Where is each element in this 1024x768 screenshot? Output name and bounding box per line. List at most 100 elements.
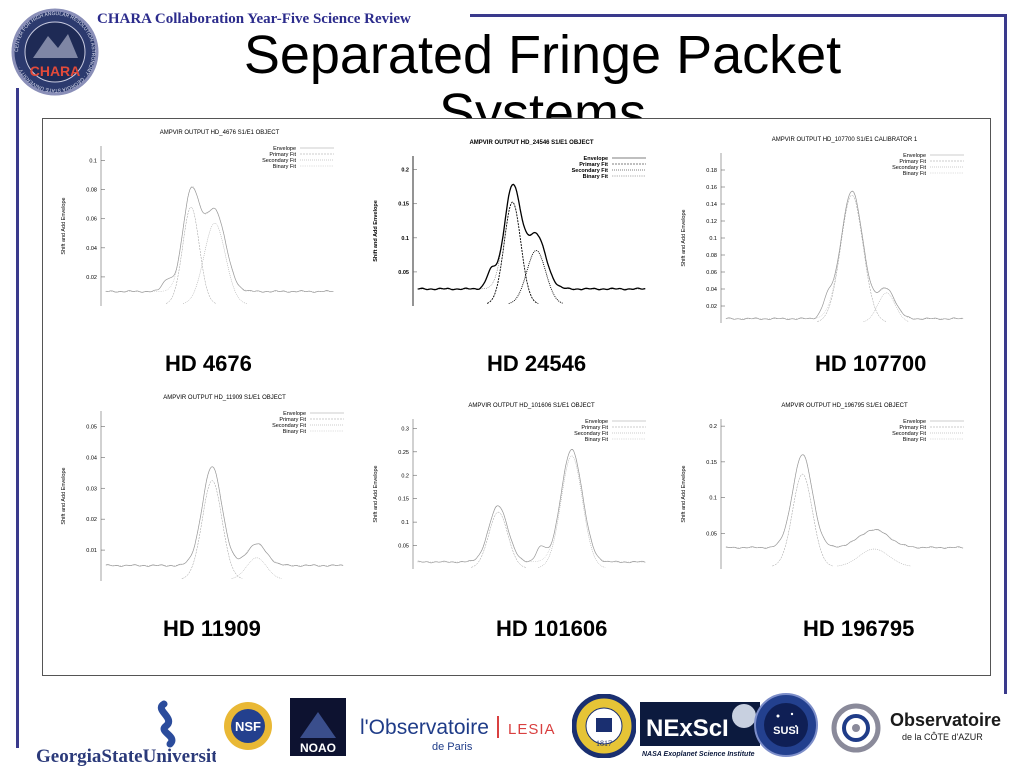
binary-fit-line xyxy=(725,454,964,548)
primary-fit-line xyxy=(817,194,887,322)
susi-logo: SUSI xyxy=(750,692,822,758)
plot-hd-101606: AMPVIR OUTPUT HD_101606 S1/E1 OBJECT0.05… xyxy=(373,403,646,569)
noao-logo-text: NOAO xyxy=(300,741,336,755)
legend-label: Envelope xyxy=(903,419,926,425)
envelope-line xyxy=(105,466,344,567)
susi-logo-text: SUSI xyxy=(773,725,799,737)
legend-label: Primary Fit xyxy=(279,417,306,423)
review-header: CHARA Collaboration Year-Five Science Re… xyxy=(97,11,411,27)
legend-label: Primary Fit xyxy=(581,425,608,431)
star-label-hd-101606: HD 101606 xyxy=(496,616,608,641)
legend-label: Binary Fit xyxy=(583,174,609,180)
y-tick-label: 0.08 xyxy=(86,188,97,194)
y-tick-label: 0.1 xyxy=(89,159,97,165)
legend-label: Secondary Fit xyxy=(574,431,608,437)
primary-fit-line xyxy=(471,511,526,568)
plot-title: AMPVIR OUTPUT HD_4676 S1/E1 OBJECT xyxy=(160,130,280,136)
legend-label: Envelope xyxy=(283,411,306,417)
binary-fit-line xyxy=(417,183,646,290)
legend-label: Secondary Fit xyxy=(262,158,296,164)
y-tick-label: 0.02 xyxy=(86,275,97,281)
y-tick-label: 0.18 xyxy=(706,168,717,174)
chara-seal-logo: CHARA CENTER FOR HIGH ANGULAR RESOLUTION… xyxy=(8,6,104,96)
envelope-line xyxy=(105,186,334,293)
y-tick-label: 0.01 xyxy=(86,548,97,554)
legend-label: Envelope xyxy=(585,419,608,425)
secondary-fit-line xyxy=(538,455,606,568)
plot-title: AMPVIR OUTPUT HD_107700 S1/E1 CALIBRATOR… xyxy=(772,137,918,143)
plot-hd-107700: AMPVIR OUTPUT HD_107700 S1/E1 CALIBRATOR… xyxy=(681,137,964,323)
legend-label: Secondary Fit xyxy=(892,165,926,171)
legend-label: Binary Fit xyxy=(903,171,927,177)
y-tick-label: 0.05 xyxy=(86,424,97,430)
secondary-fit-line xyxy=(183,222,247,304)
legend-label: Secondary Fit xyxy=(272,423,306,429)
y-tick-label: 0.25 xyxy=(398,450,409,456)
obs-paris-sub-text: de Paris xyxy=(432,741,473,753)
y-tick-label: 0.1 xyxy=(401,236,409,242)
y-tick-label: 0.04 xyxy=(86,246,97,252)
y-tick-label: 0.04 xyxy=(706,287,717,293)
nsf-logo-text: NSF xyxy=(235,719,261,734)
oca-logo: Observatoire de la CÔTE d'AZUR xyxy=(890,708,1010,748)
star-label-hd-24546: HD 24546 xyxy=(487,351,587,376)
star-label-hd-4676: HD 4676 xyxy=(165,351,252,376)
primary-fit-line xyxy=(181,480,243,579)
lesia-logo: LESIA xyxy=(496,712,566,742)
plot-title: AMPVIR OUTPUT HD_24546 S1/E1 OBJECT xyxy=(469,140,593,146)
frame-top-border xyxy=(470,14,1006,17)
legend-label: Binary Fit xyxy=(283,429,307,435)
envelope-line xyxy=(417,449,646,564)
lesia-logo-text: LESIA xyxy=(508,721,556,738)
oca-swirl-icon xyxy=(828,700,884,756)
y-tick-label: 0.02 xyxy=(86,517,97,523)
legend-label: Binary Fit xyxy=(273,164,297,170)
plot-hd-24546: AMPVIR OUTPUT HD_24546 S1/E1 OBJECT0.050… xyxy=(373,140,646,306)
y-tick-label: 0.05 xyxy=(398,544,409,550)
star-label-hd-107700: HD 107700 xyxy=(815,351,927,376)
envelope-line xyxy=(725,190,964,321)
y-tick-label: 0.1 xyxy=(709,496,717,502)
frame-right-border xyxy=(1004,14,1007,694)
legend-label: Envelope xyxy=(584,156,608,162)
primary-fit-line xyxy=(772,473,833,567)
gsu-logo-text: GeorgiaStateUniversity xyxy=(36,746,216,766)
y-tick-label: 0.08 xyxy=(706,253,717,259)
binary-fit-line xyxy=(105,466,344,566)
legend-label: Envelope xyxy=(903,153,926,159)
y-tick-label: 0.15 xyxy=(398,497,409,503)
nexsci-sub-text: NASA Exoplanet Science Institute xyxy=(642,751,755,758)
legend-label: Envelope xyxy=(273,146,296,152)
binary-fit-line xyxy=(417,449,646,563)
primary-fit-line xyxy=(486,201,539,304)
plot-hd-4676: AMPVIR OUTPUT HD_4676 S1/E1 OBJECT 0.02 0.… xyxy=(61,130,334,306)
y-tick-label: 0.2 xyxy=(709,424,717,430)
y-axis-label: Shift and Add Envelope xyxy=(373,465,379,522)
slide-title: Separated Fringe Packet Systems xyxy=(243,26,842,118)
envelope-line xyxy=(417,183,646,291)
plots-panel: AMPVIR OUTPUT HD_4676 S1/E1 OBJECT 0.02 0.… xyxy=(42,118,991,676)
y-tick-label: 0.05 xyxy=(706,531,717,537)
plot-title: AMPVIR OUTPUT HD_196795 S1/E1 OBJECT xyxy=(781,403,908,409)
oca-main-text: Observatoire xyxy=(890,710,1001,730)
legend-label: Binary Fit xyxy=(585,437,609,443)
y-axis-label: Shift and Add Envelope xyxy=(681,465,687,522)
star-label-hd-11909: HD 11909 xyxy=(163,616,261,641)
legend-label: Secondary Fit xyxy=(572,168,609,174)
primary-fit-line xyxy=(165,206,217,304)
y-axis-label: Shift and Add Envelope xyxy=(681,209,687,266)
legend-label: Primary Fit xyxy=(899,159,926,165)
nexsci-logo: NExScI NASA Exoplanet Science Institute xyxy=(640,702,760,758)
legend-label: Secondary Fit xyxy=(892,431,926,437)
y-tick-label: 0.1 xyxy=(709,236,717,242)
y-tick-label: 0.06 xyxy=(86,217,97,223)
envelope-line xyxy=(725,454,964,549)
legend-label: Primary Fit xyxy=(269,152,296,158)
y-axis-label: Shift and Add Envelope xyxy=(61,197,67,254)
michigan-seal-logo: 1817 xyxy=(572,694,636,758)
oca-sub-text: de la CÔTE d'AZUR xyxy=(902,732,983,742)
y-tick-label: 0.04 xyxy=(86,455,97,461)
chara-seal-text: CHARA xyxy=(30,63,81,79)
sponsor-logo-bar: GeorgiaStateUniversity NSF NOAO l'Observ… xyxy=(0,690,1024,768)
legend-label: Binary Fit xyxy=(903,437,927,443)
